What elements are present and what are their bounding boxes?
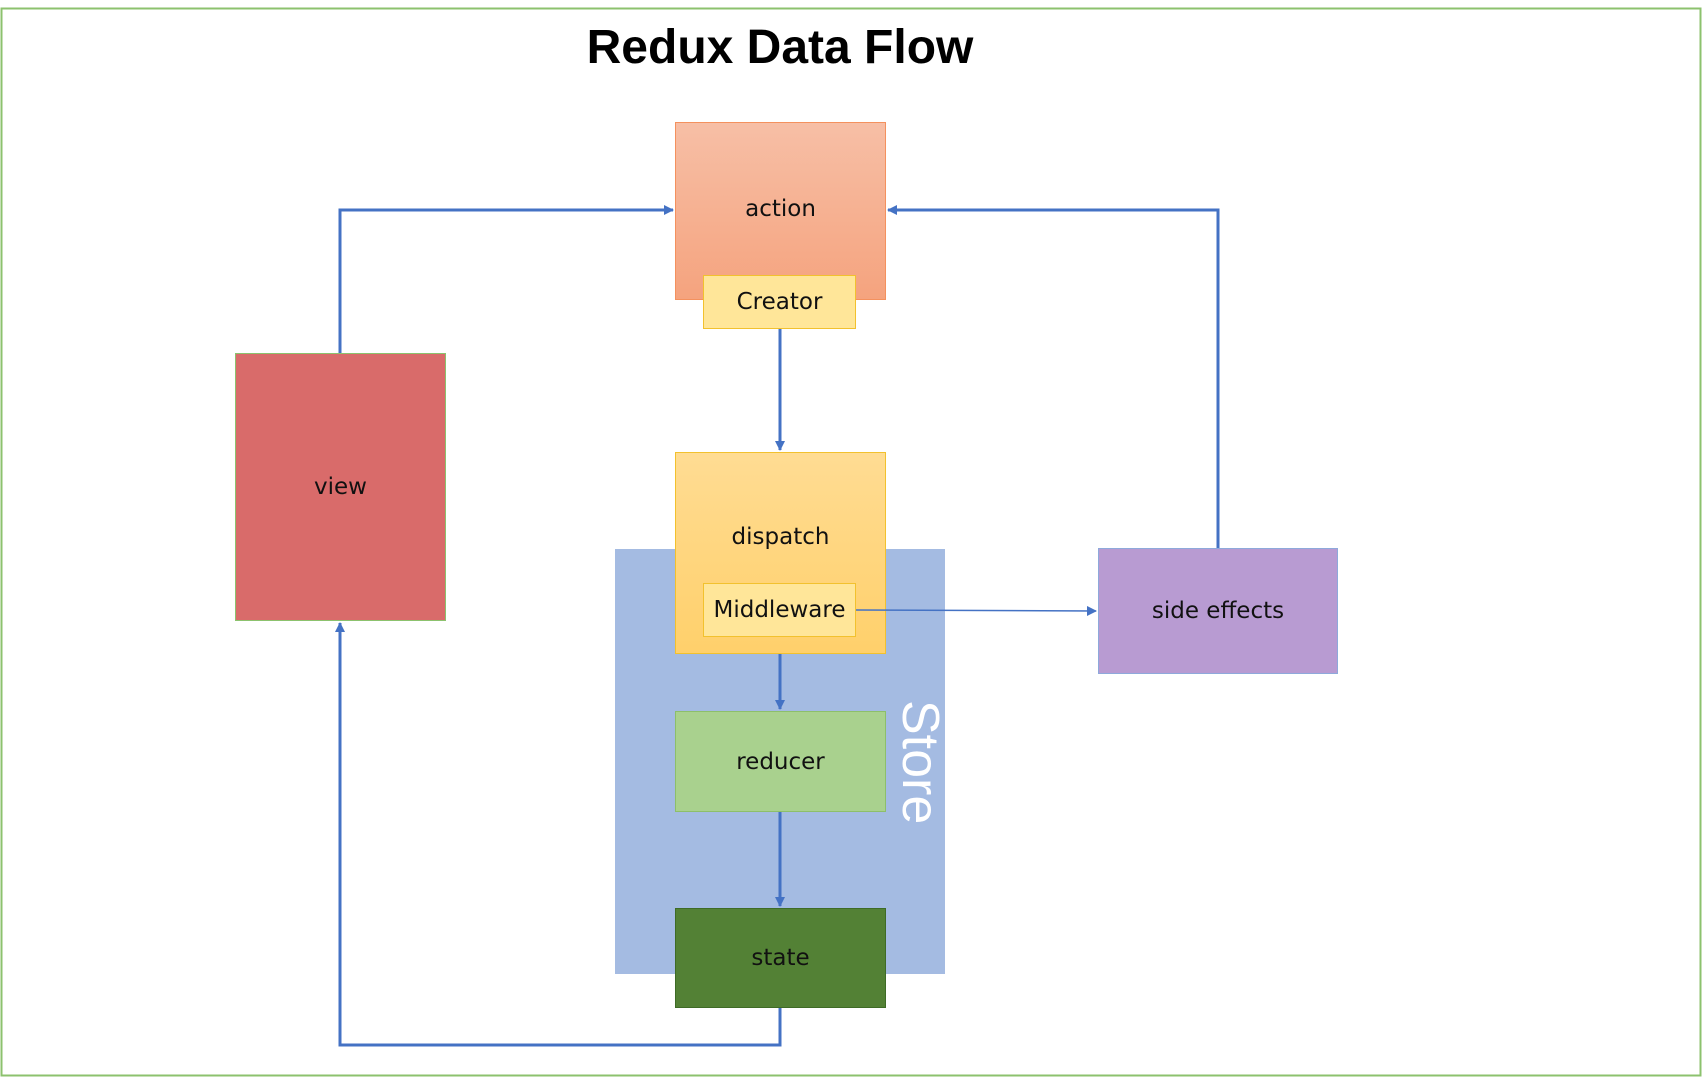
view-node[interactable]: view — [235, 353, 446, 621]
edge-view-to-action — [338, 205, 674, 353]
creator-node[interactable]: Creator — [703, 275, 856, 329]
middleware-node[interactable]: Middleware — [703, 583, 856, 637]
dispatch-label: dispatch — [731, 524, 830, 550]
state-label: state — [751, 945, 810, 971]
state-node[interactable]: state — [675, 908, 886, 1008]
side-effects-node[interactable]: side effects — [1098, 548, 1338, 674]
edge-middleware-to-side-effects — [855, 605, 1097, 616]
diagram-title: Redux Data Flow — [586, 21, 974, 74]
middleware-label: Middleware — [713, 597, 846, 623]
view-label: view — [314, 474, 367, 500]
creator-label: Creator — [736, 289, 823, 315]
edge-state-to-view — [335, 622, 782, 1047]
side-effects-label: side effects — [1151, 598, 1285, 624]
reducer-node[interactable]: reducer — [675, 711, 886, 812]
action-label: action — [745, 196, 816, 222]
reducer-label: reducer — [736, 748, 825, 775]
edge-side-effects-to-action — [887, 205, 1220, 548]
